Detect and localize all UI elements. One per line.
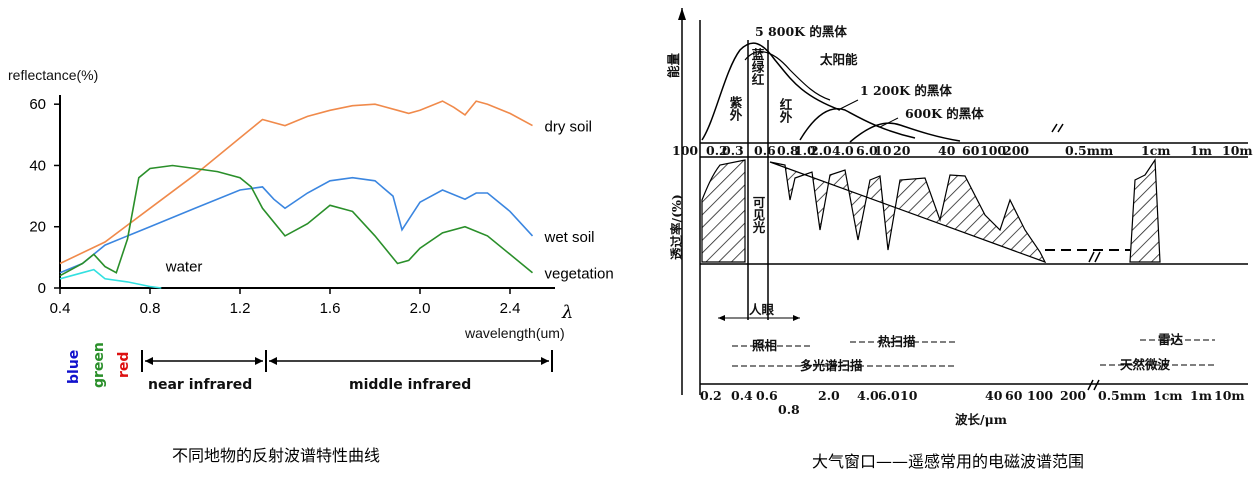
range-microwave: 天然微波 bbox=[1100, 357, 1215, 372]
x-tick-label: 2.4 bbox=[500, 300, 521, 317]
range-radar: 雷达 bbox=[1140, 332, 1215, 347]
range-thermal: 热扫描 bbox=[850, 334, 958, 349]
x-tick-label: 1.2 bbox=[230, 300, 251, 317]
curve-600k bbox=[849, 122, 961, 143]
series-labels: dry soil wet soil vegetation water bbox=[165, 119, 614, 283]
scale-bottom-label: 100 bbox=[1027, 388, 1053, 403]
reflectance-chart: reflectance(%) λ wavelength(um) 0.4 0.8 1.… bbox=[8, 67, 614, 465]
y-tick-label: 0 bbox=[38, 280, 46, 297]
scale-bottom-label: 4.0 bbox=[857, 388, 879, 403]
curve-label-solar: 太阳能 bbox=[820, 52, 858, 67]
band-label-uv: 紫外 bbox=[728, 95, 743, 122]
band-label-ir: 红外 bbox=[778, 97, 793, 124]
scale-bottom-label: 40 bbox=[985, 388, 1003, 403]
series-label-wet-soil: wet soil bbox=[544, 229, 595, 246]
series-label-dry-soil: dry soil bbox=[545, 119, 593, 136]
scale-bottom-label: 0.8 bbox=[778, 402, 800, 417]
band-label-bgr: 蓝绿红 bbox=[750, 47, 765, 86]
series-label-water: water bbox=[165, 259, 203, 276]
scale-bottom-label: 2.0 bbox=[818, 388, 840, 403]
band-blue: blue bbox=[66, 350, 82, 384]
scale-bottom-label: 1cm bbox=[1153, 388, 1183, 403]
scale-bottom-label: 0.6 bbox=[756, 388, 778, 403]
curve-label-5800k: 5 800K 的黑体 bbox=[755, 24, 847, 39]
x-tick-label: 2.0 bbox=[410, 300, 431, 317]
scale-top-label: 0.2 bbox=[706, 143, 728, 158]
scale-top-label: 1m bbox=[1190, 143, 1212, 158]
series-line-dry-soil bbox=[59, 100, 533, 265]
range-eye: 人眼 bbox=[718, 302, 800, 321]
scale-bottom-label: 200 bbox=[1060, 388, 1086, 403]
band-red: red bbox=[116, 352, 132, 378]
scale-bottom-label: 10 bbox=[900, 388, 918, 403]
transmittance-area bbox=[701, 158, 1161, 264]
y-tick-label: 40 bbox=[29, 157, 46, 174]
series-line-vegetation bbox=[59, 164, 534, 277]
scale-top-label: 0.5mm bbox=[1065, 143, 1113, 158]
scale-bottom-label: 6.0 bbox=[878, 388, 900, 403]
scale-top-label: 4.0 bbox=[832, 143, 854, 158]
curve-solar bbox=[744, 51, 831, 101]
scale-top-label: 20 bbox=[893, 143, 911, 158]
y-max-label: 100 bbox=[672, 143, 698, 158]
scale-top-label: 10m bbox=[1222, 143, 1253, 158]
scale-top-label: 1cm bbox=[1141, 143, 1171, 158]
curve-1200k bbox=[799, 108, 916, 141]
scale-bottom-label: 10m bbox=[1214, 388, 1245, 403]
tick-group: 0.4 0.8 1.2 1.6 2.0 2.4 0 20 40 60 bbox=[29, 96, 520, 317]
y-label-energy: 能量 bbox=[666, 52, 681, 78]
x-tick-label: 1.6 bbox=[320, 300, 341, 317]
svg-text:热扫描: 热扫描 bbox=[878, 334, 916, 349]
caption-right: 大气窗口——遥感常用的电磁波谱范围 bbox=[812, 452, 1084, 471]
scale-top-label: 60 bbox=[962, 143, 980, 158]
scale-top-label: 1.0 bbox=[794, 143, 816, 158]
svg-text:人眼: 人眼 bbox=[749, 302, 775, 317]
range-photo: 照相 bbox=[732, 338, 812, 353]
x-axis-label-right: 波长/μm bbox=[955, 412, 1007, 427]
x-axis-label: wavelength(um) bbox=[464, 325, 565, 341]
y-tick-label: 20 bbox=[29, 219, 46, 236]
curve-label-600k: 600K 的黑体 bbox=[905, 106, 984, 121]
scale-top-label: 10 bbox=[874, 143, 892, 158]
scale-bottom-label: 0.4 bbox=[731, 388, 753, 403]
scale-top-label: 40 bbox=[938, 143, 956, 158]
caption-left: 不同地物的反射波谱特性曲线 bbox=[172, 446, 380, 465]
scale-top-label: 0.8 bbox=[777, 143, 799, 158]
svg-text:照相: 照相 bbox=[752, 338, 777, 353]
series-line-wet-soil bbox=[59, 176, 534, 274]
scale-bottom-label: 0.2 bbox=[700, 388, 722, 403]
x-tick-label: 0.4 bbox=[50, 300, 71, 317]
region-middle-infrared: middle infrared bbox=[349, 377, 471, 393]
blackbody-curves bbox=[701, 42, 961, 143]
y-axis-label: reflectance(%) bbox=[8, 67, 98, 83]
scale-top-label: 6.0 bbox=[856, 143, 878, 158]
y-tick-label: 60 bbox=[29, 96, 46, 113]
y-label-transmittance: 透过率/(%) bbox=[669, 194, 684, 260]
x-axis-symbol: λ bbox=[561, 302, 573, 323]
curve-5800k bbox=[701, 42, 841, 141]
series-line-water bbox=[59, 268, 162, 289]
em-spectrum-diagram: 能量 透过率/(%) 100 5 800K 的黑体 太阳能 1 200K 的黑体… bbox=[666, 8, 1253, 471]
band-label-visible: 可见光 bbox=[751, 196, 766, 234]
scale-top-label: 200 bbox=[1003, 143, 1029, 158]
scale-top-label: 100 bbox=[980, 143, 1006, 158]
series-group bbox=[59, 100, 534, 289]
x-tick-label: 0.8 bbox=[140, 300, 161, 317]
scale-bottom-label: 0.5mm bbox=[1098, 388, 1146, 403]
scale-top-label: 0.6 bbox=[754, 143, 776, 158]
svg-text:多光谱扫描: 多光谱扫描 bbox=[800, 358, 863, 373]
scale-bottom-label: 60 bbox=[1005, 388, 1023, 403]
svg-text:天然微波: 天然微波 bbox=[1120, 357, 1171, 372]
scale-top-label: 0.3 bbox=[722, 143, 744, 158]
band-green: green bbox=[91, 342, 107, 388]
scale-top-label: 2.0 bbox=[810, 143, 832, 158]
svg-text:雷达: 雷达 bbox=[1158, 332, 1184, 347]
region-near-infrared: near infrared bbox=[148, 377, 252, 393]
curve-label-1200k: 1 200K 的黑体 bbox=[860, 83, 952, 98]
scale-bottom-label: 1m bbox=[1190, 388, 1212, 403]
range-multispectral: 多光谱扫描 bbox=[732, 358, 955, 373]
series-label-vegetation: vegetation bbox=[545, 266, 614, 283]
